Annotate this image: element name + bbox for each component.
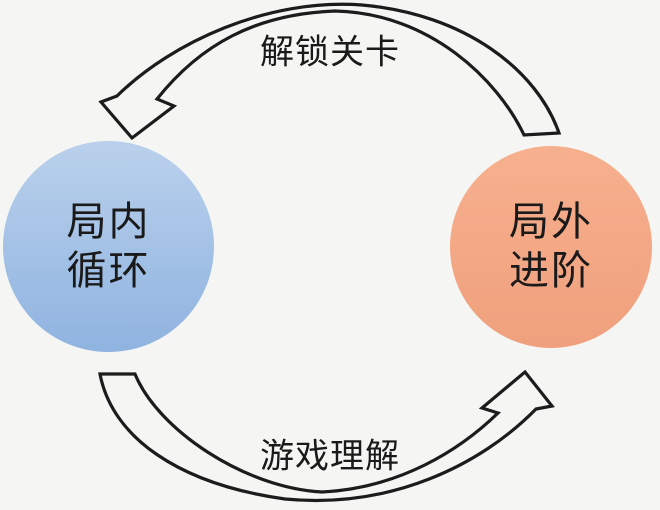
node-out-of-game-progression: 局外 进阶	[450, 146, 652, 348]
edge-label-game-understanding: 游戏理解	[260, 437, 400, 476]
node-label-line: 局外	[509, 200, 593, 245]
node-in-game-loop-label: 局内 循环	[67, 198, 151, 296]
node-label-line: 进阶	[509, 249, 593, 293]
curved-arrow-bottom-icon	[98, 369, 555, 502]
curved-arrow-top-icon	[98, 2, 562, 141]
edge-label-unlock-levels: 解锁关卡	[260, 33, 400, 72]
node-label-line: 局内	[66, 199, 151, 244]
node-label-line: 循环	[66, 248, 151, 293]
node-in-game-loop: 局内 循环	[3, 141, 214, 352]
node-out-of-game-progression-label: 局外 进阶	[509, 198, 593, 296]
